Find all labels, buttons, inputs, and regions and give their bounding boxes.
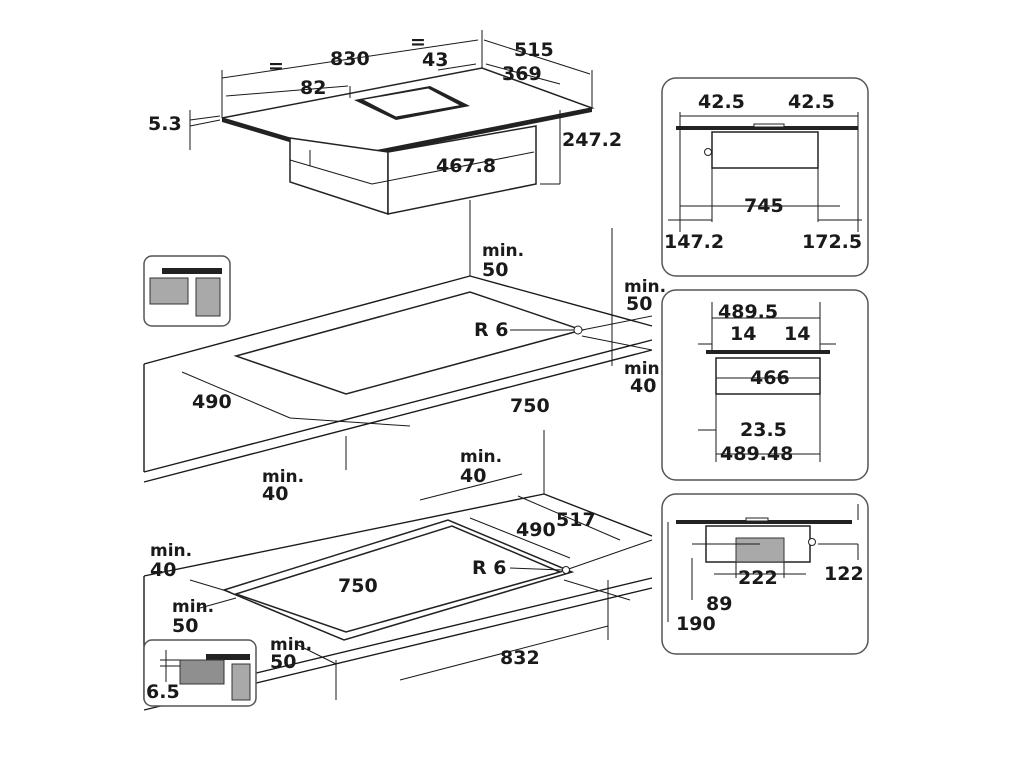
dim-490-lower: 490	[516, 519, 556, 541]
side-panel-depth	[661, 289, 869, 481]
dim-750-upper: 750	[510, 395, 550, 417]
dim-eq-right: =	[410, 31, 426, 53]
dim-490-upper: 490	[192, 391, 232, 413]
hob-glass-edge-side	[350, 108, 592, 160]
dim-5-3: 5.3	[148, 113, 182, 135]
profile-inset-recessed	[143, 639, 257, 707]
p1-42-5-right: 42.5	[788, 91, 835, 113]
dim-6-5: 6.5	[146, 681, 180, 703]
dim-467-8: 467.8	[436, 155, 496, 177]
dim-832: 832	[500, 647, 540, 669]
countertop-cutout-lower	[143, 430, 653, 711]
side-panel-height	[661, 493, 869, 655]
p2-14-left: 14	[730, 323, 756, 345]
side-panel-width	[661, 77, 869, 277]
min50-bottom-label: min.	[270, 635, 312, 655]
hob-3d-view	[221, 67, 595, 216]
dim-43: 43	[422, 49, 448, 71]
dim-82: 82	[300, 77, 326, 99]
dim-247-2: 247.2	[562, 129, 622, 151]
dim-515: 515	[514, 39, 554, 61]
top-dimensions	[189, 30, 593, 185]
p3-89: 89	[706, 593, 732, 615]
dim-750-lower: 750	[338, 575, 378, 597]
dim-517: 517	[556, 509, 596, 531]
min40-right-value: 40	[630, 375, 656, 397]
min40-right-label: min.	[624, 359, 666, 379]
p1-42-5-left: 42.5	[698, 91, 745, 113]
min40-lower-value: 40	[460, 465, 486, 487]
min50-right-label: min.	[624, 277, 666, 297]
min50-right-value: 50	[626, 293, 652, 315]
min40-mid-label: min.	[262, 467, 304, 487]
min50-bottom-value: 50	[270, 651, 296, 673]
dim-eq-left: =	[268, 55, 284, 77]
r6-upper: R 6	[474, 319, 508, 341]
min40-lower-label: min.	[460, 447, 502, 467]
min50-top-value: 50	[482, 259, 508, 281]
min50-top-label: min.	[482, 241, 524, 261]
min40-left-label: min.	[150, 541, 192, 561]
p1-147-2: 147.2	[664, 231, 724, 253]
hob-body-front	[289, 137, 389, 216]
p2-14-right: 14	[784, 323, 810, 345]
p1-172-5: 172.5	[802, 231, 862, 253]
min40-mid-value: 40	[262, 483, 288, 505]
r6-lower: R 6	[472, 557, 506, 579]
p3-222: 222	[738, 567, 778, 589]
profile-inset-flush	[143, 255, 231, 327]
p2-489-48: 489.48	[720, 443, 793, 465]
p2-466: 466	[750, 367, 790, 389]
p3-190: 190	[676, 613, 716, 635]
p2-23-5: 23.5	[740, 419, 787, 441]
dim-369: 369	[502, 63, 542, 85]
hob-body-side	[387, 125, 537, 215]
min40-left-value: 40	[150, 559, 176, 581]
min50-left-value: 50	[172, 615, 198, 637]
p1-745: 745	[744, 195, 784, 217]
min50-left-label: min.	[172, 597, 214, 617]
dim-830: 830	[330, 48, 370, 70]
p2-489-5: 489.5	[718, 301, 778, 323]
cutout-opening-upper	[233, 291, 585, 395]
countertop-cutout-upper	[143, 200, 653, 483]
p3-122: 122	[824, 563, 864, 585]
